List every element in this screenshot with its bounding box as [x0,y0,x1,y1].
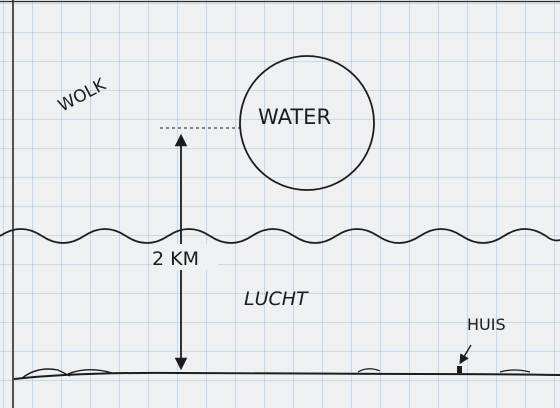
distance-label: 2 KM [152,248,199,270]
water-droplet-circle [239,55,375,191]
ground-shrub-right [499,369,531,373]
hill-mound-left [21,368,71,379]
rock-mound-center [357,368,381,373]
huis-pointer-arrow [459,344,472,365]
distance-label-backdrop [152,244,218,270]
cloud-base-wave [0,228,560,244]
hill-mound-middle [67,369,113,375]
lucht-label: LUCHT [244,288,309,310]
house-icon [457,366,462,373]
ground-line [13,371,560,380]
water-label: WATER [258,105,331,129]
huis-label: HUIS [467,315,506,334]
